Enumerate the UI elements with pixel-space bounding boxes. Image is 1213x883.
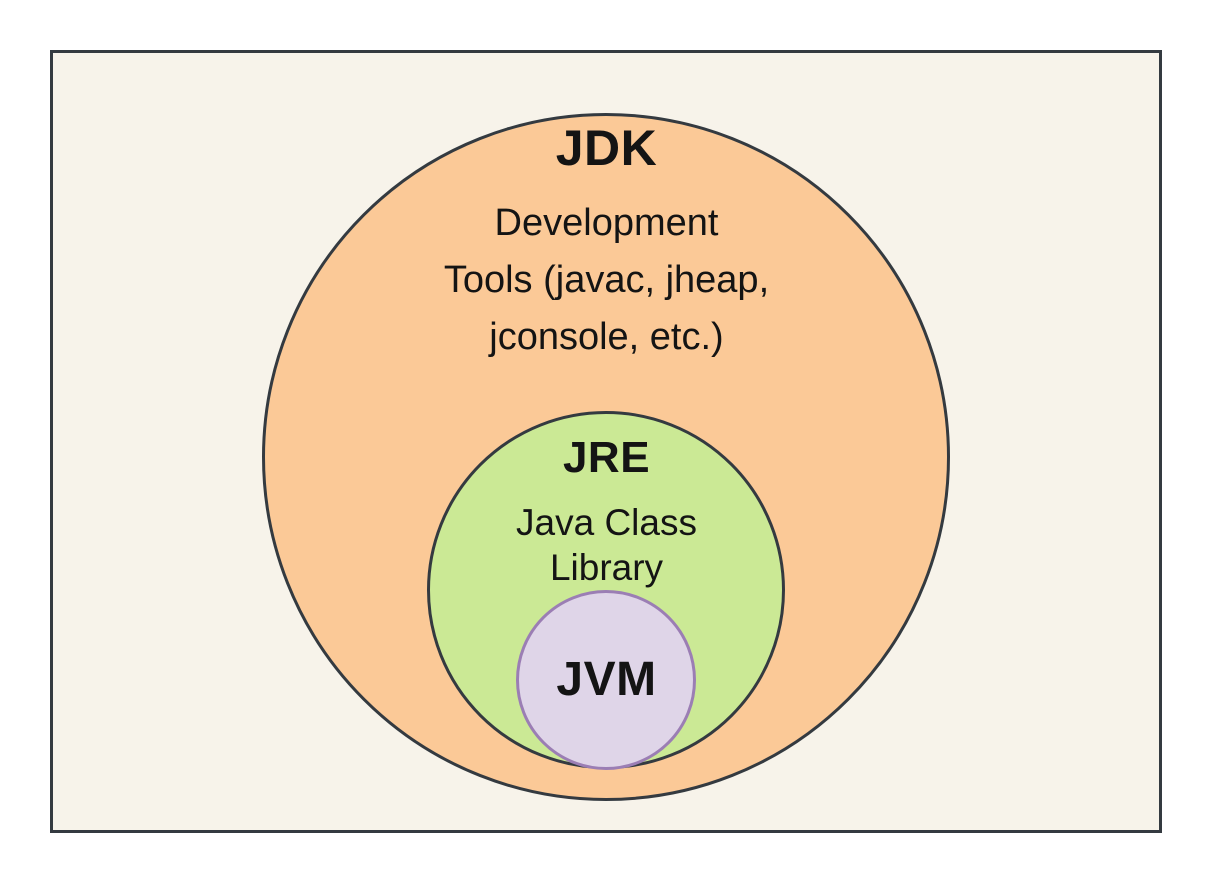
- jvm-set-circle: [516, 590, 696, 770]
